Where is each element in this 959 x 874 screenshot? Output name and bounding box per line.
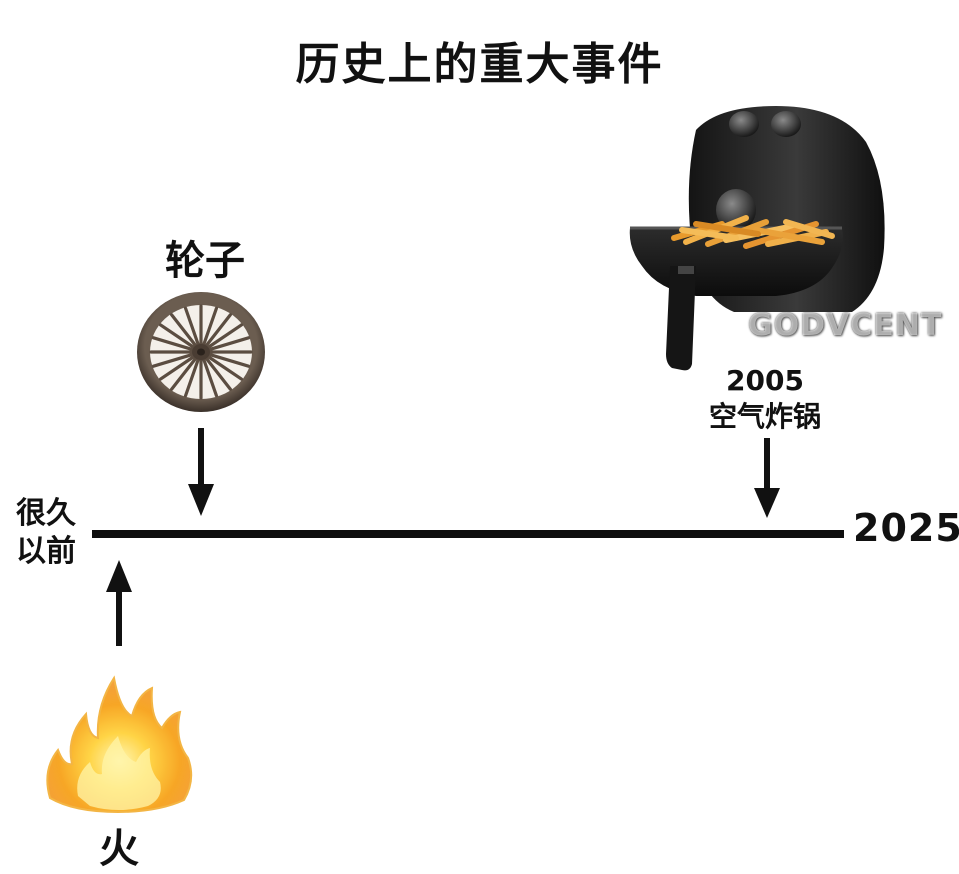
fire-icon [46, 675, 193, 814]
wheel-spoke [205, 354, 244, 381]
wheel-spoke [151, 336, 195, 352]
wheel-spoke [183, 306, 201, 347]
event-label-wheel: 轮子 [165, 238, 245, 284]
watermark-text: GODVCENT [748, 308, 943, 343]
wheel-spoke [170, 313, 198, 348]
timeline-axis [92, 530, 844, 538]
wheel-spoke [204, 356, 232, 391]
air-fryer-icon [629, 106, 885, 371]
event-label-air-fryer: 空气炸锅 [708, 400, 821, 433]
event-label-fire: 火 [99, 826, 139, 872]
wheel-spoke [158, 354, 197, 381]
wheel-spoke [205, 323, 244, 350]
arrow-down-wheel [188, 428, 214, 516]
timeline-start-label-line1: 很久 [16, 496, 76, 531]
page-title: 历史上的重大事件 [295, 39, 664, 90]
wheel-spoke [158, 323, 197, 350]
wheel-spoke [183, 357, 201, 398]
wheel-spoke [151, 352, 195, 368]
arrow-up-fire [106, 560, 132, 646]
wheel-icon [137, 292, 265, 412]
wheel-spoke [204, 313, 232, 348]
arrow-down-air-fryer [754, 438, 780, 518]
timeline-end-label: 2025 [853, 506, 959, 550]
event-year-air-fryer: 2005 [726, 364, 804, 397]
wheel-spoke [170, 356, 198, 391]
wheel-spoke [201, 357, 219, 398]
wheel-spoke [201, 306, 219, 347]
wheel-spoke [207, 352, 251, 368]
wheel-spoke [207, 336, 251, 352]
timeline-start-label-line2: 以前 [16, 534, 76, 569]
